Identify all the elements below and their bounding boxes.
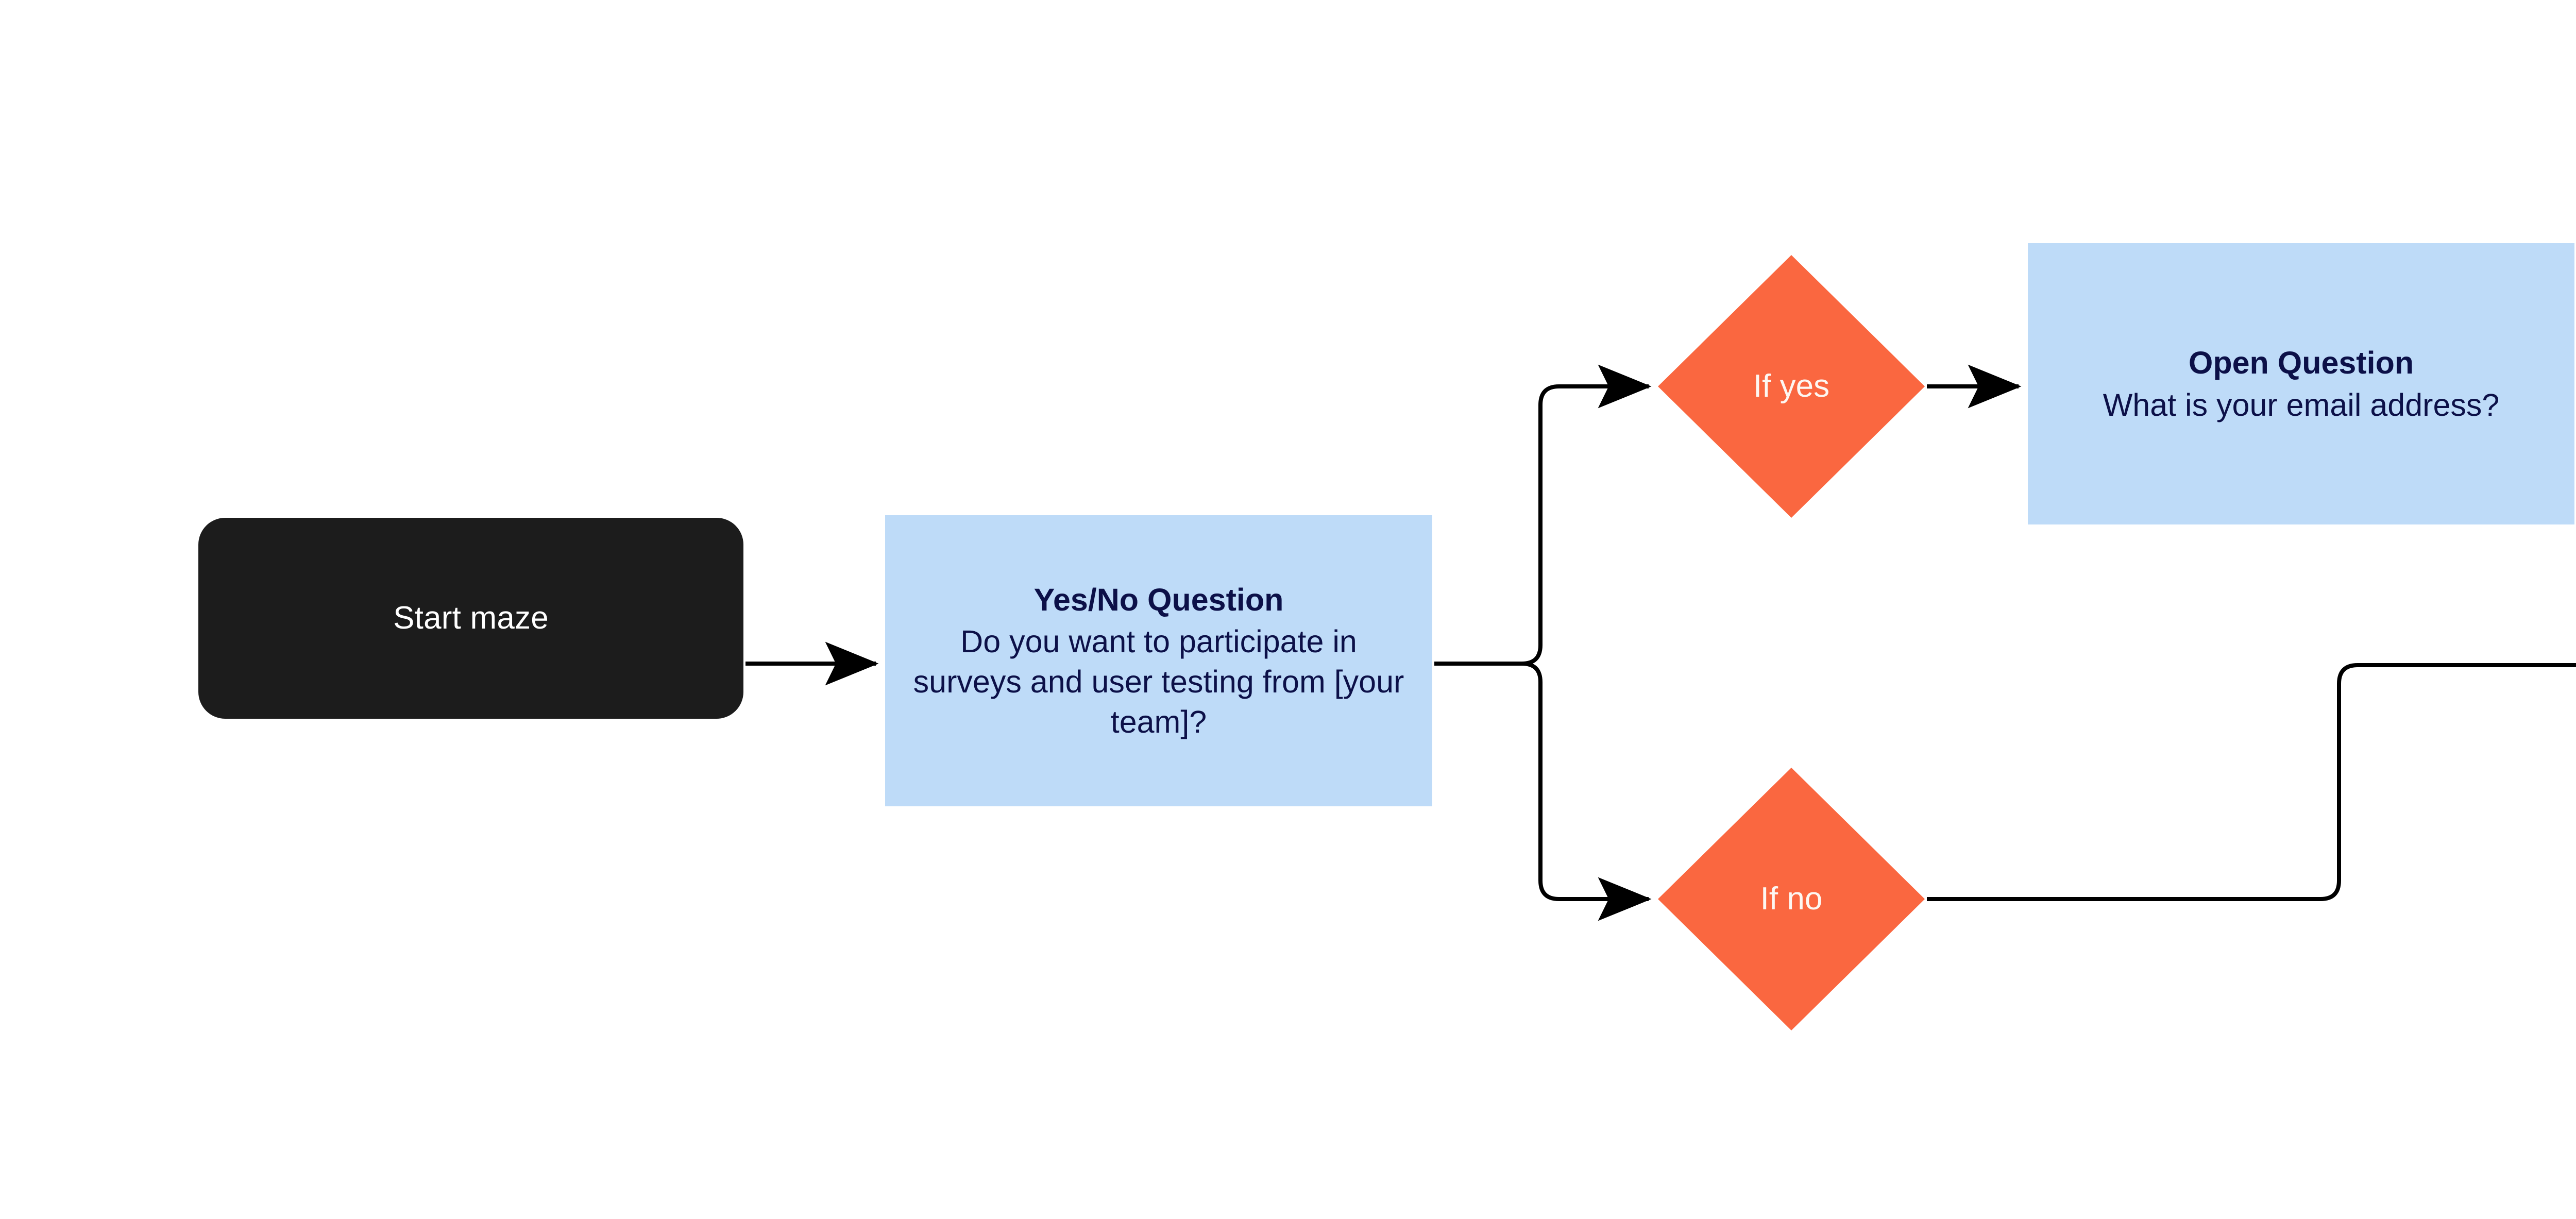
- node-start-maze[interactable]: Start maze: [198, 518, 743, 719]
- connector-yesno-to-ifno: [1434, 662, 1652, 921]
- node-decision-if-yes-label: If yes: [1753, 368, 1830, 404]
- node-open-question[interactable]: Open Question What is your email address…: [2028, 243, 2574, 524]
- node-decision-if-no-label: If no: [1760, 881, 1823, 917]
- node-open-question-body: What is your email address?: [2103, 387, 2500, 422]
- connector-ifno-to-end: [1927, 663, 2576, 901]
- node-decision-if-no[interactable]: If no: [1658, 768, 1925, 1030]
- node-yes-no-question-title: Yes/No Question: [1033, 582, 1284, 617]
- connector-yesno-to-ifyes: [1434, 364, 1652, 666]
- node-open-question-title: Open Question: [2188, 345, 2414, 381]
- node-start-maze-label: Start maze: [393, 600, 549, 636]
- node-decision-if-yes[interactable]: If yes: [1658, 255, 1925, 518]
- node-yes-no-question-body: Do you want to participate in surveys an…: [913, 623, 1404, 740]
- node-yes-no-question[interactable]: Yes/No Question Do you want to participa…: [885, 515, 1432, 806]
